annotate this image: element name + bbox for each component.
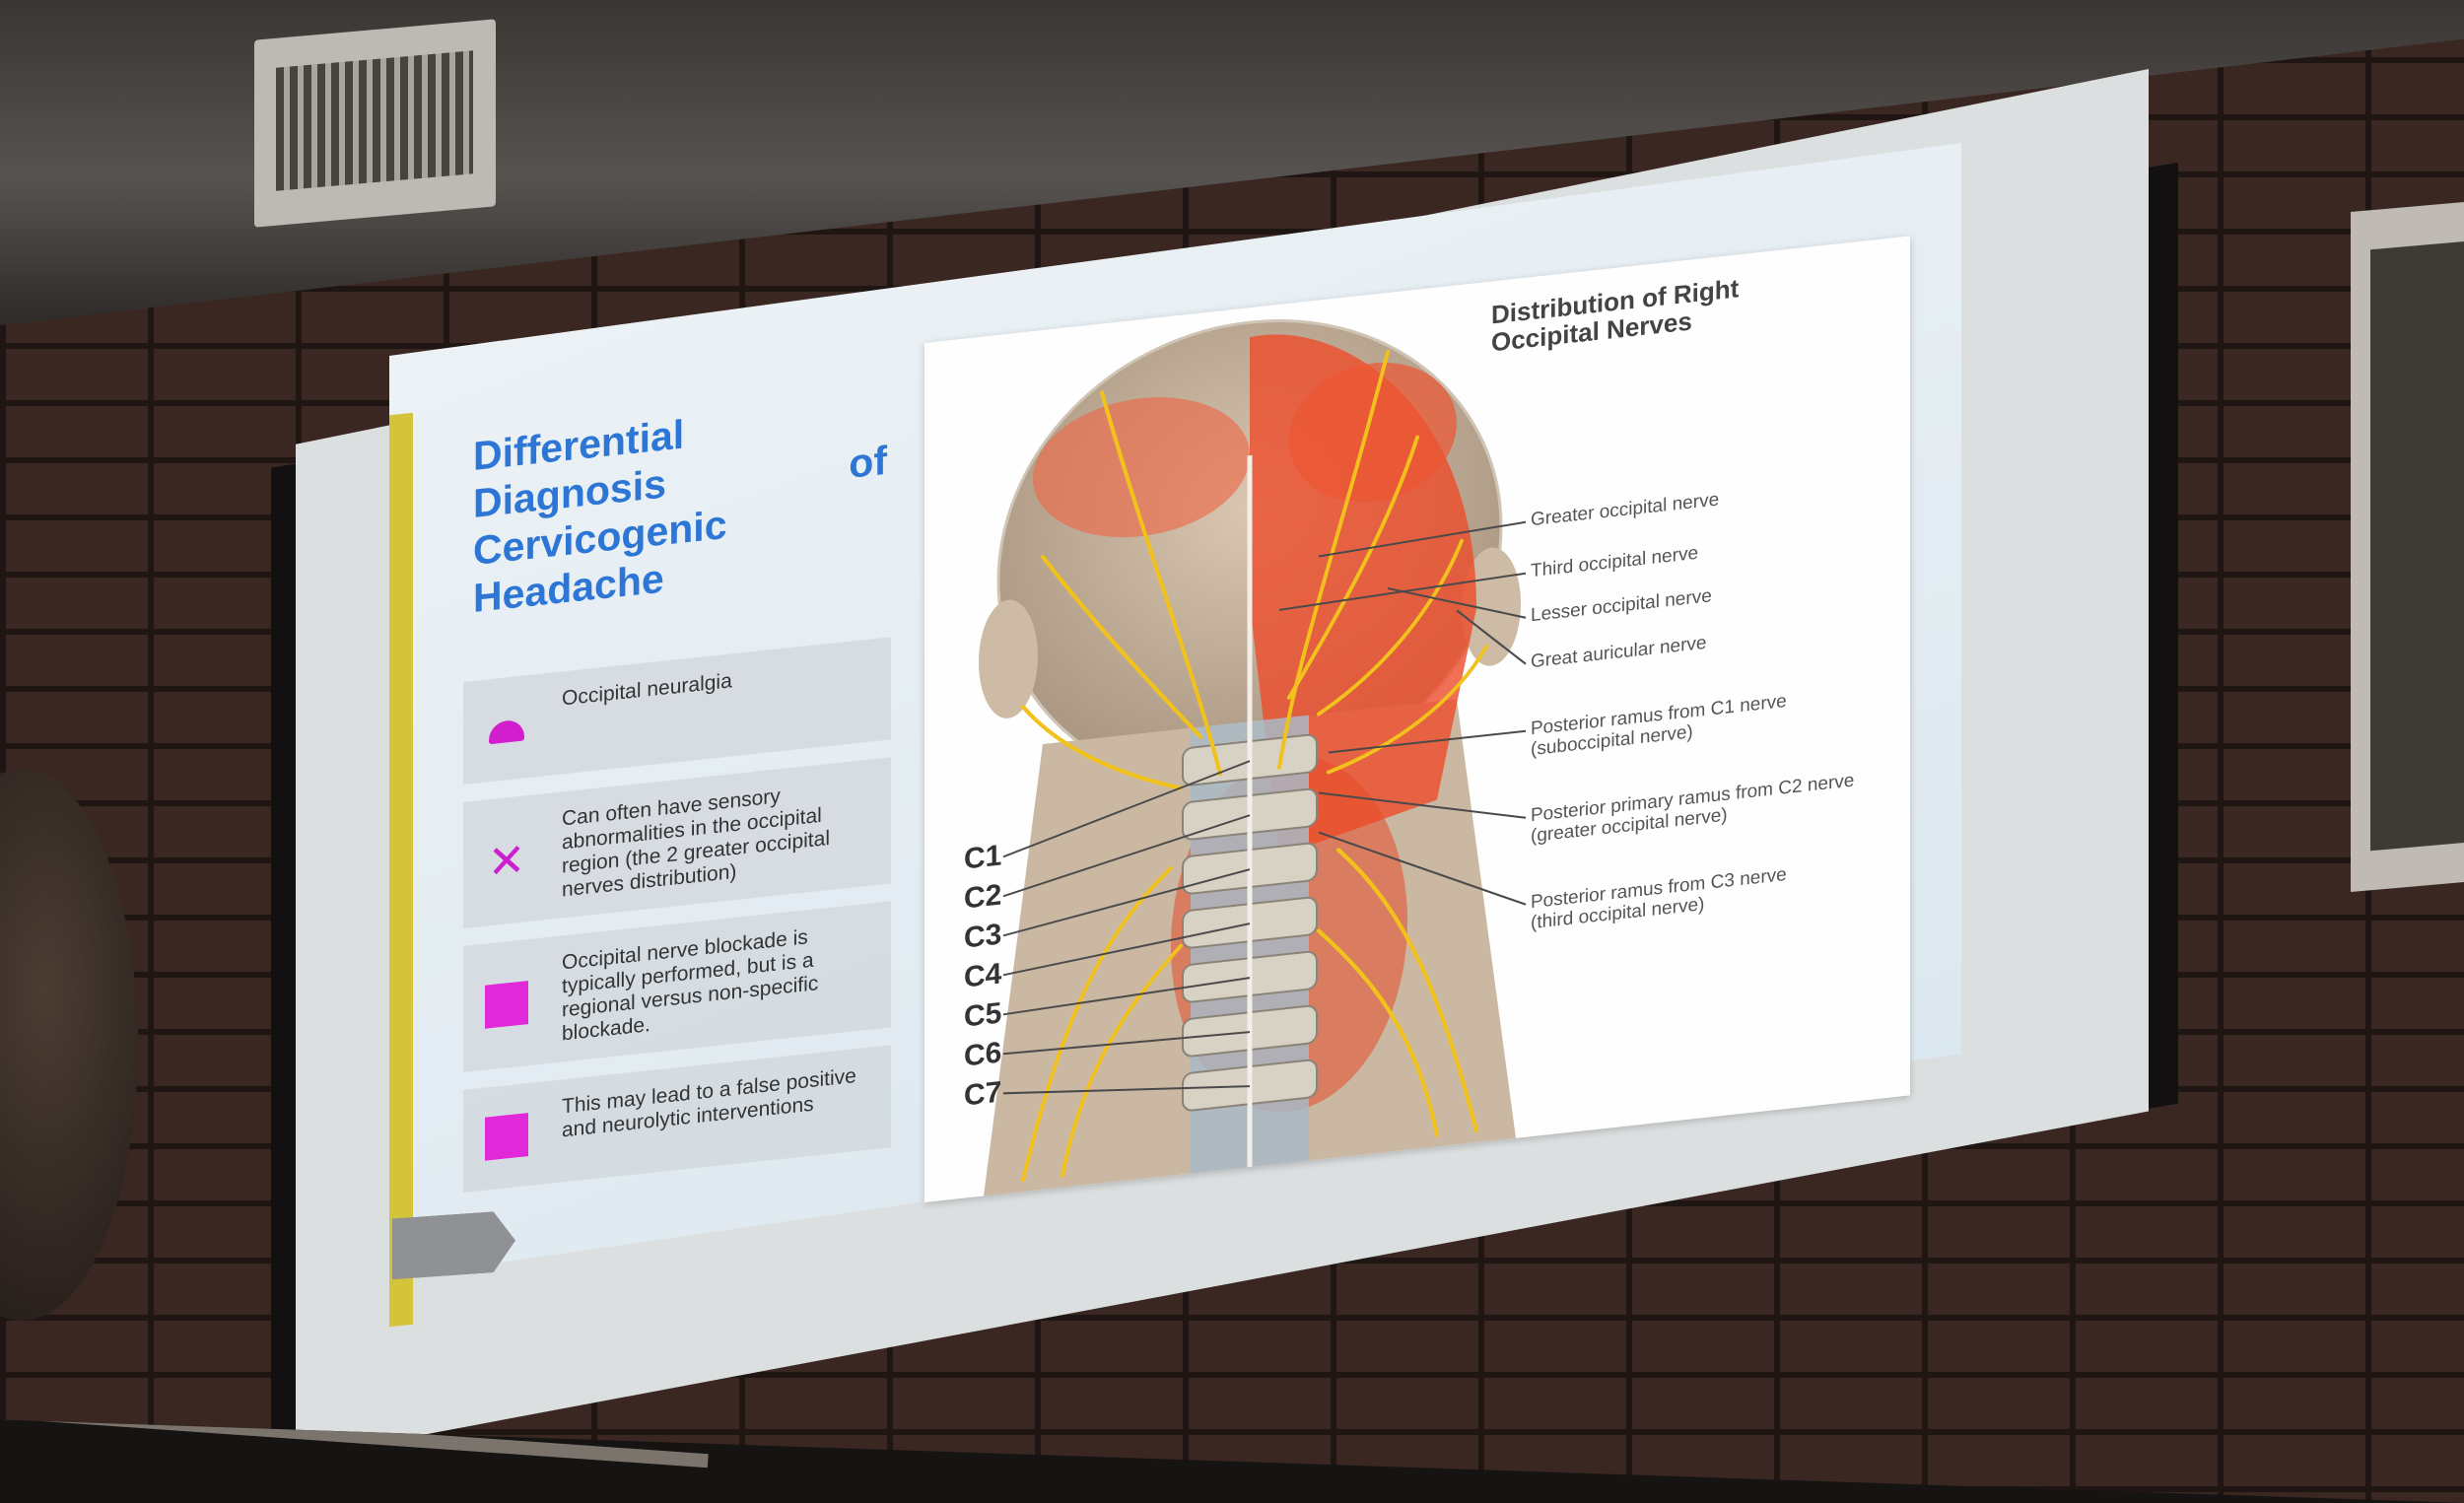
vertebra-label: C2 bbox=[964, 878, 1002, 916]
list-item-text: This may lead to a false positive and ne… bbox=[562, 1064, 856, 1142]
list-item: This may lead to a false positive and ne… bbox=[463, 1045, 891, 1193]
slide-accent-bar bbox=[389, 412, 413, 1328]
diagram-panel: Distribution of Right Occipital Nerves G… bbox=[924, 218, 1910, 1202]
vertebra-label: C3 bbox=[964, 918, 1002, 955]
square-icon bbox=[485, 1113, 528, 1161]
window-frame bbox=[2351, 201, 2464, 893]
square-icon bbox=[485, 981, 528, 1029]
x-icon: ✕ bbox=[487, 833, 526, 889]
neck-anatomy-illustration bbox=[979, 319, 1527, 1196]
vertebra-label: C5 bbox=[964, 996, 1002, 1034]
list-item: Occipital neuralgia bbox=[463, 637, 891, 785]
vertebra-label: C6 bbox=[964, 1036, 1002, 1073]
vertebra-label: C4 bbox=[964, 957, 1002, 994]
vertebra-label: C7 bbox=[964, 1075, 1002, 1113]
slide-text-column: Differential Diagnosis of Cervicogenic H… bbox=[463, 386, 917, 1210]
list-item: Occipital nerve blockade is typically pe… bbox=[463, 901, 891, 1072]
dome-icon bbox=[489, 718, 524, 745]
list-item: ✕ Can often have sensory abnormalities i… bbox=[463, 757, 891, 928]
list-item-text: Can often have sensory abnormalities in … bbox=[562, 785, 830, 902]
air-vent bbox=[254, 19, 496, 228]
diagram-card: Distribution of Right Occipital Nerves G… bbox=[924, 236, 1910, 1202]
vertebra-label: C1 bbox=[964, 839, 1002, 876]
vent-grille bbox=[276, 50, 473, 191]
list-item-text: Occipital nerve blockade is typically pe… bbox=[562, 925, 819, 1046]
list-item-text: Occipital neuralgia bbox=[562, 669, 732, 711]
differential-list: Occipital neuralgia ✕ Can often have sen… bbox=[463, 635, 917, 1193]
